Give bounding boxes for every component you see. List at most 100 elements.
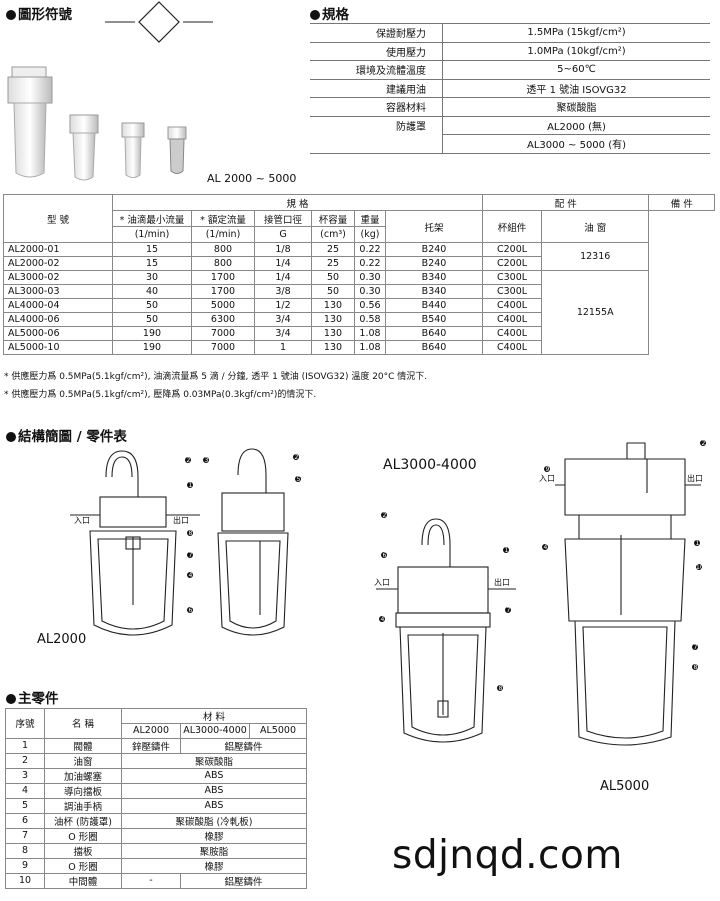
cell-model: AL2000-02	[3, 256, 113, 271]
cell-port: 1/8	[254, 242, 312, 257]
cell-model: AL3000-02	[3, 270, 113, 285]
cell-capacity: 25	[311, 242, 355, 257]
cell-port: 1	[254, 340, 312, 355]
cell-model: AL3000-03	[3, 284, 113, 299]
al2000-label: AL2000	[37, 632, 87, 647]
svg-text:4: 4	[189, 572, 193, 579]
bullet-icon	[310, 10, 320, 20]
svg-text:6: 6	[383, 552, 387, 559]
cell-material: 橡膠	[121, 857, 307, 874]
cell-weight: 1.08	[354, 340, 386, 355]
note-1: * 供應壓力爲 0.5MPa(5.1kgf/cm²), 油滴流量爲 5 滴 / …	[4, 372, 428, 382]
cell-cup: C300L	[482, 270, 542, 285]
bullet-icon	[6, 10, 16, 20]
svg-text:1: 1	[505, 547, 509, 554]
cell-port: 1/4	[254, 256, 312, 271]
cell-model: AL5000-06	[3, 326, 113, 341]
cell-material-al3000-5000: 鋁壓鑄件	[180, 737, 307, 754]
cell-rated-flow: 6300	[191, 312, 255, 327]
cell-material: ABS	[121, 782, 307, 799]
svg-text:5: 5	[297, 476, 301, 483]
svg-text:7: 7	[694, 644, 698, 651]
parts-section-title: 主零件	[6, 687, 59, 707]
cell-port: 3/4	[254, 326, 312, 341]
svg-text:2: 2	[702, 440, 706, 447]
cell-rated-flow: 7000	[191, 326, 255, 341]
cell-sight-window: 12155A	[540, 270, 650, 355]
cell-no: 8	[5, 842, 45, 859]
note-2: * 供應壓力爲 0.5MPa(5.1kgf/cm²), 壓降爲 0.03MPa(…	[4, 390, 317, 400]
outlet-label: 出口	[173, 515, 189, 525]
cell-min-flow: 50	[112, 298, 192, 313]
cell-no: 4	[5, 782, 45, 799]
col-parts-group: 配 件	[481, 194, 650, 211]
cell-material: 聚碳酸脂	[121, 752, 307, 769]
product-photo	[7, 66, 187, 181]
col-spare-group: 備 件	[648, 194, 715, 211]
spec-row: 容器材料聚碳酸脂	[310, 97, 710, 117]
cell-port: 3/4	[254, 312, 312, 327]
cell-min-flow: 50	[112, 312, 192, 327]
spec-row: 建議用油透平 1 號油 ISOVG32	[310, 79, 710, 98]
cell-name: O 形圈	[44, 857, 122, 874]
outlet-label: 出口	[687, 473, 703, 483]
cell-min-flow: 40	[112, 284, 192, 299]
cell-min-flow: 190	[112, 340, 192, 355]
cell-name: 擋板	[44, 842, 122, 859]
cell-model: AL5000-10	[3, 340, 113, 355]
cell-capacity: 130	[311, 298, 355, 313]
cell-name: 導向擋板	[44, 782, 122, 799]
spec-section-title: 規格	[310, 3, 349, 23]
svg-text:10: 10	[696, 564, 704, 571]
al5000-label: AL5000	[600, 779, 650, 794]
outlet-label: 出口	[494, 577, 510, 587]
cell-weight: 0.56	[354, 298, 386, 313]
cell-no: 5	[5, 797, 45, 814]
cell-capacity: 50	[311, 270, 355, 285]
cell-port: 1/4	[254, 270, 312, 285]
cell-weight: 0.30	[354, 270, 386, 285]
svg-text:2: 2	[187, 457, 191, 464]
watermark: sdjnqd.com	[392, 833, 623, 878]
cell-name: 油杯 (防護罩)	[44, 812, 122, 829]
cell-cup: C300L	[482, 284, 542, 299]
cell-capacity: 25	[311, 256, 355, 271]
cell-material: ABS	[121, 767, 307, 784]
cell-port: 3/8	[254, 284, 312, 299]
cell-min-flow: 15	[112, 242, 192, 257]
cell-name: 閥體	[44, 737, 122, 754]
cell-name: 油窗	[44, 752, 122, 769]
cell-material-al2000: -	[121, 872, 181, 889]
col-spec-group: 規 格	[112, 194, 483, 211]
cell-rated-flow: 7000	[191, 340, 255, 355]
svg-text:8: 8	[189, 530, 193, 537]
cell-bracket: B640	[385, 340, 483, 355]
symbol-section-title: 圖形符號	[6, 3, 72, 23]
model-table: 型 號 規 格 配 件 備 件 * 油滴最小流量 * 額定流量 接管口徑 杯容量…	[3, 194, 715, 355]
cell-weight: 0.58	[354, 312, 386, 327]
cell-weight: 0.22	[354, 242, 386, 257]
cell-name: O 形圈	[44, 827, 122, 844]
cell-bracket: B540	[385, 312, 483, 327]
cell-bracket: B440	[385, 298, 483, 313]
cell-cup: C200L	[482, 242, 542, 257]
svg-text:7: 7	[507, 607, 511, 614]
cell-rated-flow: 1700	[191, 270, 255, 285]
cell-name: 調油手柄	[44, 797, 122, 814]
cell-bracket: B340	[385, 284, 483, 299]
bullet-icon	[6, 694, 16, 704]
svg-text:3: 3	[205, 457, 209, 464]
cell-material-al2000: 鋅壓鑄件	[121, 737, 181, 754]
